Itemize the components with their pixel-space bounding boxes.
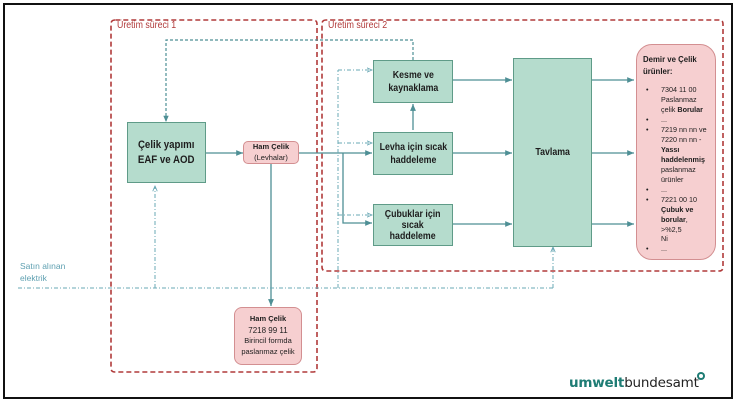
node-annealing[interactable]: Tavlama [513, 58, 592, 247]
product-code: 7219 nn nn ve [661, 125, 707, 135]
products-title-line1: Demir ve Çelik [643, 55, 697, 64]
electricity-label-line2: elektrik [20, 272, 47, 283]
node-annealing-label: Tavlama [535, 147, 570, 158]
node-steelmaking-line2: EAF ve AOD [138, 153, 195, 166]
node-cutting-welding[interactable]: Kesme ve kaynaklama [373, 60, 453, 103]
product-text: paslanmaz [661, 164, 696, 174]
product-code: 7304 11 00 [661, 85, 697, 95]
product-item-ellipsis: ... [643, 115, 709, 125]
node-hot-rolling-bars[interactable]: Çubuklar için sıcak haddeleme [373, 204, 453, 246]
purchased-electricity-label: Satın alınan elektrik [20, 261, 65, 285]
node-cutting-welding-line1: Kesme ve [392, 69, 434, 81]
product-bold: Yassı [661, 145, 680, 154]
node-crude-steel-slabs[interactable]: Ham Çelik (Levhalar) [243, 141, 299, 164]
product-item: 7304 11 00 Paslanmaz çelik Borular [643, 85, 709, 115]
logo-regular-text: bundesamt [624, 375, 699, 391]
product-code: 7221 00 10 [661, 194, 697, 204]
logo-mark-icon [697, 372, 705, 380]
node-hot-rolling-plate-line1: Levha için sıcak [379, 141, 447, 153]
product-bold: Çubuk ve [661, 204, 694, 214]
node-crude-steel-slabs-line2: (Levhalar) [254, 152, 288, 162]
products-title-line2: ürünler: [643, 66, 673, 76]
flow-scrap-return [163, 39, 414, 122]
node-crude-steel-product[interactable]: Ham Çelik 7218 99 11 Birincil formda pas… [234, 307, 302, 365]
product-bold: borular [661, 214, 686, 224]
region-process-1 [110, 19, 318, 373]
node-iron-steel-products[interactable]: Demir ve Çelik ürünler: 7304 11 00 Pasla… [636, 44, 716, 260]
product-bold: haddelenmiş [661, 154, 705, 164]
product-item: 7221 00 10 Çubuk ve borular, >%2,5 Ni [643, 195, 709, 245]
product-text: Paslanmaz [661, 95, 697, 105]
region-process-2 [321, 19, 724, 272]
product-code: 7220 nn nn - [661, 135, 702, 145]
logo-bold-text: umwelt [569, 375, 625, 391]
product-ellipsis: ... [661, 184, 667, 194]
node-steelmaking[interactable]: Çelik yapımı EAF ve AOD [127, 122, 206, 183]
umweltbundesamt-logo: umweltbundesamt [569, 375, 699, 391]
node-cutting-welding-line2: kaynaklama [388, 82, 438, 94]
flow-slabs-to-bar-rolling [342, 153, 372, 226]
electricity-label-line1: Satın alınan [20, 261, 66, 271]
node-steelmaking-line1: Çelik yapımı [138, 139, 195, 152]
product-text: ürünler [661, 174, 684, 184]
product-item-ellipsis: ... [643, 244, 709, 254]
node-hot-rolling-plate[interactable]: Levha için sıcak haddeleme [373, 132, 453, 175]
product-bold: Borular [677, 105, 703, 115]
node-crude-steel-slabs-line1: Ham Çelik [252, 141, 290, 151]
node-hot-rolling-bars-line1: Çubuklar için [385, 208, 441, 220]
crude-product-line3: Birincil formda [244, 336, 292, 346]
node-hot-rolling-bars-line2: sıcak [401, 219, 424, 231]
product-text: , >%2,5 [661, 214, 688, 234]
products-list: 7304 11 00 Paslanmaz çelik Borular ... 7… [643, 85, 709, 254]
product-text: Ni [661, 234, 668, 244]
crude-product-code: 7218 99 11 [248, 325, 288, 335]
crude-product-title: Ham Çelik [249, 313, 287, 323]
crude-product-line4: paslanmaz çelik [241, 347, 295, 357]
product-ellipsis: ... [661, 244, 667, 254]
product-item: 7219 nn nn ve 7220 nn nn - Yassı haddele… [643, 125, 709, 185]
electricity-lines [18, 70, 553, 289]
node-hot-rolling-bars-line3: haddeleme [389, 230, 436, 242]
region-process-1-label: Üretim süreci 1 [117, 20, 177, 31]
product-text: çelik [661, 105, 676, 115]
node-hot-rolling-plate-line2: haddeleme [390, 154, 436, 166]
product-item-ellipsis: ... [643, 185, 709, 195]
product-ellipsis: ... [661, 115, 667, 125]
region-process-2-label: Üretim süreci 2 [328, 20, 388, 31]
